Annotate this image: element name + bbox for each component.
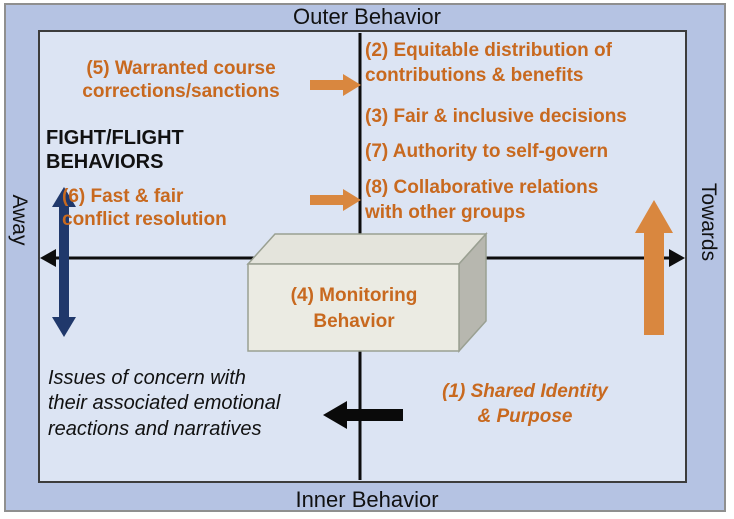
outward-right-arrow-bottom-icon bbox=[310, 189, 361, 211]
away-axis-label: Away bbox=[8, 194, 31, 246]
item-8-collaborative-relations: (8) Collaborative relations with other g… bbox=[365, 177, 599, 223]
axis-left-arrowhead-icon bbox=[40, 249, 56, 267]
outward-right-arrow-top-icon bbox=[310, 74, 361, 96]
item-5-warranted-corrections: (5) Warranted course corrections/sanctio… bbox=[82, 58, 280, 103]
issues-of-concern-note: Issues of concern with their associated … bbox=[48, 367, 281, 440]
towards-axis-label: Towards bbox=[697, 182, 720, 262]
fight-flight-behaviors-label: FIGHT/FLIGHT BEHAVIORS bbox=[46, 127, 184, 173]
item-2-equitable-distribution: (2) Equitable distribution of contributi… bbox=[365, 40, 612, 86]
away-double-arrow-icon bbox=[52, 187, 76, 337]
item-6-conflict-resolution: (6) Fast & fair conflict resolution bbox=[62, 186, 227, 231]
monitoring-box-top-face bbox=[246, 233, 488, 265]
outer-behavior-label: Outer Behavior bbox=[293, 4, 441, 29]
item-1-shared-identity-purpose: (1) Shared Identity & Purpose bbox=[442, 381, 608, 428]
item-7-authority-self-govern: (7) Authority to self-govern bbox=[365, 141, 609, 162]
item-4-monitoring-behavior: (4) Monitoring Behavior bbox=[290, 285, 418, 332]
monitoring-box-front-face bbox=[247, 263, 460, 352]
item-3-fair-inclusive-decisions: (3) Fair & inclusive decisions bbox=[365, 106, 627, 127]
monitoring-box bbox=[246, 232, 488, 353]
inward-left-arrow-icon bbox=[323, 401, 403, 429]
axis-right-arrowhead-icon bbox=[669, 249, 685, 267]
inner-behavior-label: Inner Behavior bbox=[295, 487, 439, 512]
towards-up-arrow-icon bbox=[635, 200, 673, 335]
